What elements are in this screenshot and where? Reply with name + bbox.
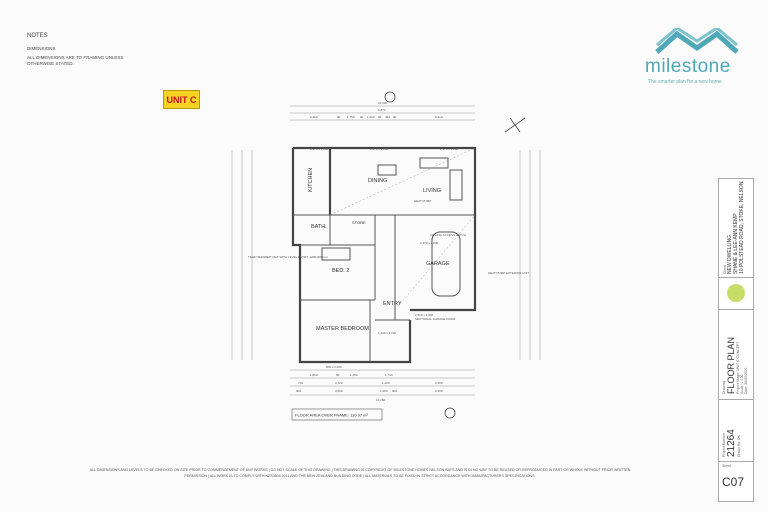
opening-size: 2,510 x 2,400 xyxy=(415,313,434,317)
notes-body: ALL DIMENSIONS ARE TO FRAMING UNLESS OTH… xyxy=(27,55,124,66)
dimension: 9,870 xyxy=(378,108,386,112)
project-number: 21264 xyxy=(726,429,737,457)
dimension: 90 xyxy=(336,373,340,377)
dimension: 900 xyxy=(296,389,301,393)
dimension: 3,410 xyxy=(435,115,443,119)
dimension: 10,000 xyxy=(378,101,388,105)
room-label: GARAGE xyxy=(426,261,450,267)
title-block: Client NEW DWELLING SHANE & LEE-ANN KEMP… xyxy=(718,178,754,502)
dimension: 1,450 xyxy=(350,373,358,377)
room-label: KITCHEN xyxy=(308,168,314,192)
plan-note: CEILING ACCESS HATCH xyxy=(430,233,466,237)
room-label: LIVING xyxy=(423,188,441,194)
drawing-title: FLOOR PLAN xyxy=(726,336,736,394)
notes-title: NOTES xyxy=(27,33,48,39)
dimension: 1,200 xyxy=(382,381,390,385)
milestone-logo-icon xyxy=(655,28,739,54)
logo-name: milestone xyxy=(645,56,731,77)
footer-disclaimer: ALL DIMENSIONS AND LEVELS TO BE CHECKED … xyxy=(89,468,631,478)
notes-subtitle: DIMENSIONS xyxy=(27,46,56,51)
opening-size: 2,170 x 1,800 xyxy=(310,147,329,151)
dimension: 1,860 xyxy=(310,373,318,377)
room-label: BED. 2 xyxy=(332,268,349,274)
plan-note: TILED SHOWER UNIT WITH LEVEL ENTRY, 1200… xyxy=(248,255,328,259)
logo-tagline: The smarter plan for a new home xyxy=(648,79,722,85)
dimension: 10,260 xyxy=(376,398,386,402)
sheet-number: C07 xyxy=(722,475,745,489)
north-arrow-icon xyxy=(504,117,526,133)
floor-plan-drawing: KITCHEN DINING LIVING BATH. STORE GARAGE… xyxy=(231,91,541,421)
dimension: 1,750 xyxy=(347,115,355,119)
plan-note: SECTIONAL GARAGE DOOR xyxy=(415,317,456,321)
dimension: 90 xyxy=(337,115,341,119)
dimension: 90 xyxy=(360,115,364,119)
dimension: 900 xyxy=(392,389,397,393)
company-seal-icon xyxy=(727,284,745,302)
client-line: 10 POLSTEAD ROAD, STOKE, NELSON. xyxy=(739,180,745,274)
room-label: BATH. xyxy=(311,224,327,230)
dimension: 3,720 xyxy=(335,381,343,385)
dimension: 90 xyxy=(378,115,382,119)
dimension: 90 xyxy=(393,115,397,119)
dimension: 3,300 xyxy=(435,389,443,393)
opening-size: 2,470 x 2,860 xyxy=(370,147,389,151)
room-label: DINING xyxy=(368,178,387,184)
opening-size: 2,470 x 2,000 xyxy=(420,241,439,245)
dimension: 3,400 xyxy=(435,381,443,385)
opening-size: 2,170 x 1,800 xyxy=(440,147,459,151)
dimension: 710 xyxy=(298,381,303,385)
drawing-meta: Date: 20/05/2021 xyxy=(744,367,748,394)
dimension: 460 xyxy=(385,115,390,119)
unit-label: UNIT C xyxy=(163,90,200,109)
sheet-label: Sheet xyxy=(722,464,732,468)
room-label: MASTER BEDROOM xyxy=(316,326,369,332)
room-label: STORE xyxy=(352,220,366,225)
plan-note: HEAT PUMP EXTERIOR UNIT. xyxy=(488,271,530,275)
section-marker-icon xyxy=(384,91,396,103)
plan-note: HEAT PUMP xyxy=(414,199,431,203)
dimension: 1,200 xyxy=(380,389,388,393)
section-marker-icon xyxy=(444,407,456,419)
dimension: 1,710 xyxy=(385,373,393,377)
opening-size: 900 x 2,000 xyxy=(326,365,342,369)
drawn-by: Drawn By: DK xyxy=(737,435,741,457)
dimension: 2,460 xyxy=(310,115,318,119)
dimension: 3,600 xyxy=(335,389,343,393)
dimension: 1,200 xyxy=(367,115,375,119)
opening-size: 1,200 x 1,200 xyxy=(378,331,397,335)
floor-area: FLOOR AREA OVER FRAME: 110.97 m² xyxy=(295,413,369,418)
room-label: ENTRY xyxy=(383,301,402,307)
